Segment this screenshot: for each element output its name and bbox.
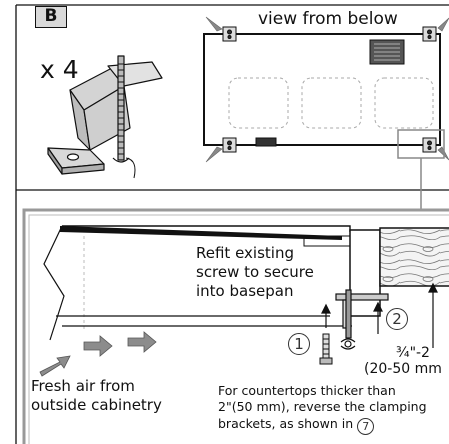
fresh-air-label-line1: Fresh air from [31,377,135,395]
refit-instruction-line3: into basepan [196,282,294,300]
clamp-screw [335,289,389,350]
upward-arrows [321,282,438,348]
panel-badge: B [35,6,67,28]
countertop-section [43,225,449,341]
thick-countertop-note-line1: For countertops thicker than [218,383,396,398]
step-7-reference: 7 [357,418,375,435]
quantity-label: x 4 [40,55,79,84]
step-1-marker: 1 [288,333,310,355]
corner-bracket-markers [222,26,437,153]
fresh-air-label-line2: outside cabinetry [31,396,162,414]
refit-instruction-line2: screw to secure [196,263,314,281]
refit-instruction-line1: Refit existing [196,244,294,262]
refit-screw [319,333,333,365]
airflow-arrows [39,331,157,377]
clamping-bracket-icon [47,55,163,179]
view-label: view from below [258,9,398,29]
thickness-label-line2: (20-50 mm [364,361,442,377]
thick-countertop-note-line2: 2"(50 mm), reverse the clamping [218,399,427,414]
thickness-label-line1: ¾"-2 [396,345,430,361]
detail-frame-inner [28,214,449,444]
note-line3-text: brackets, as shown in [218,416,354,431]
unit-bottom-view [203,33,441,147]
step-2-marker: 2 [386,308,408,330]
